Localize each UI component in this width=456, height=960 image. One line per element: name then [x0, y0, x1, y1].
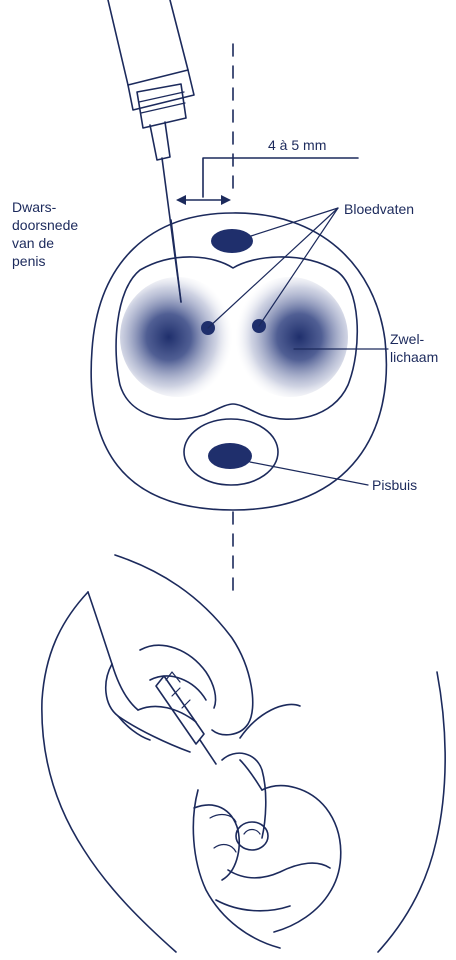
- urethra-label: Pisbuis: [372, 477, 417, 493]
- injection-hands-illustration: [42, 555, 445, 952]
- distance-label: 4 à 5 mm: [268, 137, 326, 153]
- cross-section-label: Dwars- doorsnede van de penis: [12, 199, 82, 269]
- right-erectile-body: [232, 277, 348, 397]
- erectile-body-label: Zwel- lichaam: [390, 331, 438, 365]
- distance-marker: [176, 158, 358, 205]
- vessels-label: Bloedvaten: [344, 201, 414, 217]
- penis-cross-section: [91, 213, 386, 510]
- urethra: [208, 443, 252, 469]
- dorsal-vessel: [211, 229, 253, 253]
- left-erectile-body: [120, 277, 236, 397]
